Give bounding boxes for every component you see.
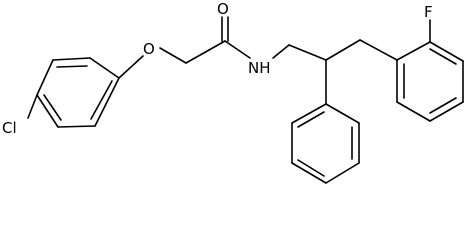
fluorine-label: F xyxy=(424,3,433,21)
ether-oxygen-label: O xyxy=(143,40,155,58)
chlorine-label: Cl xyxy=(2,119,17,137)
bond xyxy=(291,162,327,184)
bond xyxy=(291,103,327,124)
bond xyxy=(94,77,120,127)
aromatic-inner-bond xyxy=(297,111,325,128)
bond xyxy=(36,94,59,128)
bond-ch2-aryl xyxy=(359,39,398,61)
bond xyxy=(325,103,360,124)
bond xyxy=(89,57,120,79)
bond-ch2-ch xyxy=(288,44,327,61)
bond xyxy=(325,162,360,184)
amide-nitrogen-label: NH xyxy=(248,59,271,77)
bond xyxy=(36,59,54,96)
bond-o-ch2 xyxy=(159,47,187,64)
aromatic-inner-bond xyxy=(56,65,88,68)
carbonyl-oxygen-label: O xyxy=(217,0,229,18)
bond xyxy=(396,101,431,122)
bond-co-n xyxy=(224,40,251,59)
bond xyxy=(396,41,431,61)
aromatic-inner-bond xyxy=(43,94,62,121)
aromatic-inner-bond xyxy=(297,159,325,177)
chemical-structure-diagram: Cl O O NH F xyxy=(2,0,464,184)
bond-ch2-co xyxy=(185,40,226,64)
bond xyxy=(57,125,96,128)
aromatic-inner-bond xyxy=(429,97,457,114)
bond xyxy=(52,57,91,61)
bond-n-ch2 xyxy=(272,44,290,59)
bond xyxy=(429,41,464,62)
chlorophenyl-ring xyxy=(36,57,120,128)
fluorophenyl-ring xyxy=(396,41,464,122)
bond-c-cl xyxy=(27,94,38,119)
aromatic-inner-bond xyxy=(90,80,113,120)
bond-ring-o xyxy=(118,55,144,79)
aromatic-inner-bond xyxy=(429,48,457,65)
bond xyxy=(429,101,464,122)
bond-ch-ch2 xyxy=(325,39,361,61)
phenyl-ring xyxy=(291,103,360,184)
